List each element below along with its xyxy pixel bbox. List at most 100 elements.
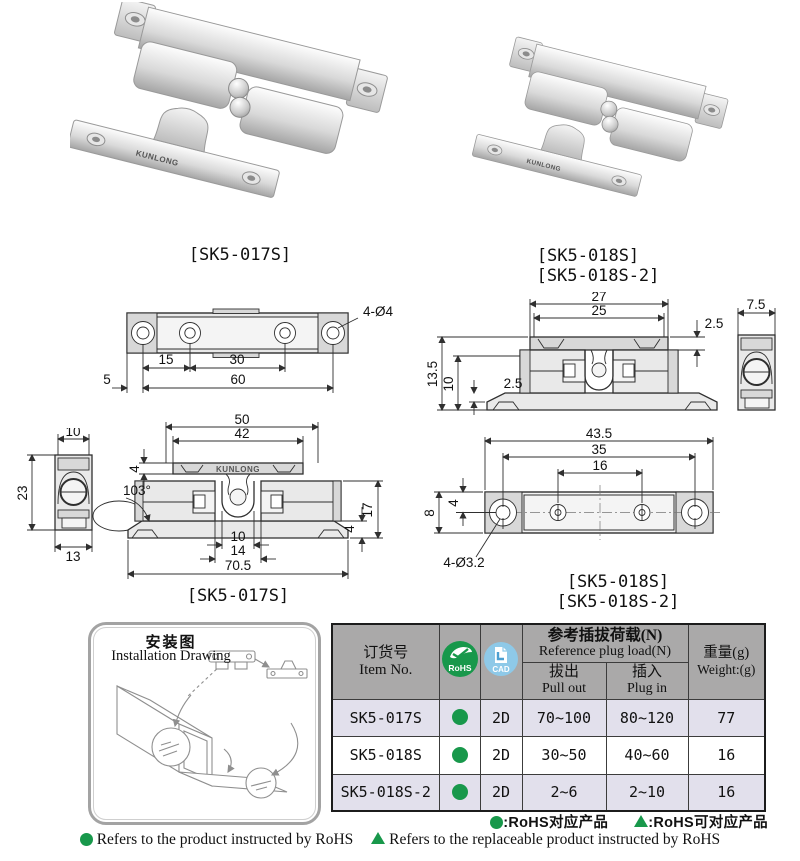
- drawing-sk5-017s-top-view: 15 30 5 60 4-Ø4: [103, 304, 394, 393]
- header-plug-in: 插入 Plug in: [605, 661, 689, 700]
- installation-drawing-panel: 安装图 Installation Drawing: [88, 622, 321, 825]
- legend-en: Refers to the product instructed by RoHS…: [0, 831, 800, 849]
- green-triangle-icon: [634, 815, 649, 827]
- dim-4-top: 4: [127, 465, 142, 473]
- plug-in-cell: 80~120: [605, 698, 689, 737]
- header-plug-load: 参考插拔荷载(N) Reference plug load(N): [521, 623, 689, 663]
- metal-catch-illustration: KUNLONG: [70, 2, 388, 198]
- item-cell: SK5-018S-2: [331, 773, 440, 812]
- installation-illustration: [116, 650, 308, 799]
- dim-103deg: 103°: [123, 483, 151, 498]
- dim-13: 13: [65, 549, 80, 564]
- plug-in-cell: 40~60: [605, 735, 689, 775]
- drawing-label-sk5-017s: [SK5-017S]: [187, 586, 289, 606]
- legend-en-dot-text: Refers to the product instructed by RoHS: [96, 831, 354, 848]
- spec-table: 订货号 Item No. RoHS CAD: [331, 623, 766, 812]
- metal-catch-illustration-small: KUNLONG: [472, 36, 729, 197]
- dim-10: 10: [441, 376, 456, 391]
- header-weight-en: Weight:(g): [697, 662, 756, 678]
- pull-out-cell: 2~6: [521, 773, 607, 812]
- dim-4-base: 4: [342, 525, 357, 533]
- header-plug-in-en: Plug in: [626, 681, 668, 696]
- header-weight: 重量(g) Weight:(g): [687, 623, 766, 700]
- header-pull-out: 拔出 Pull out: [521, 661, 607, 700]
- rohs-dot-icon: [451, 746, 468, 763]
- brand-engraving: KUNLONG: [216, 465, 260, 474]
- hole-callout-4xD4: 4-Ø4: [363, 304, 394, 319]
- dim-15: 15: [158, 352, 173, 367]
- dim-17: 17: [360, 502, 375, 517]
- header-plug-in-cn: 插入: [631, 664, 662, 680]
- dim-30: 30: [229, 352, 244, 367]
- green-dot-icon: [490, 816, 504, 829]
- header-pull-out-cn: 拔出: [548, 664, 579, 680]
- drawing-sk5-017s-side-view: 10 23 13: [15, 428, 94, 564]
- table-row-sk5-018s-2: SK5-018S-2 2D 2~6 2~10 16: [331, 773, 766, 812]
- table-row-sk5-017s: SK5-017S 2D 70~100 80~120 77: [331, 698, 766, 737]
- header-item-no-en: Item No.: [359, 662, 413, 679]
- dim-2-5-left: 2.5: [504, 376, 523, 391]
- hole-callout-4xD3-2: 4-Ø3.2: [443, 555, 484, 570]
- legend-cn-dot-text: :RoHS对应产品: [503, 815, 609, 831]
- dim-35: 35: [591, 442, 606, 457]
- dim-42: 42: [234, 426, 249, 441]
- photo-label-sk5-018s-2: [SK5-018S-2]: [536, 266, 660, 286]
- cad-cell: 2D: [479, 698, 523, 737]
- dim-70-5: 70.5: [225, 558, 251, 573]
- installation-title-en: Installation Drawing: [111, 648, 231, 664]
- cad-cell: 2D: [479, 735, 523, 775]
- header-plug-load-en: Reference plug load(N): [538, 643, 672, 659]
- dim-14: 14: [230, 543, 246, 558]
- cad-icon: CAD: [484, 642, 518, 677]
- installation-title-cn: 安装图: [145, 634, 197, 651]
- strike-part-sketch: [266, 668, 308, 679]
- catch-part-sketch: [208, 650, 256, 663]
- header-rohs: RoHS: [438, 623, 481, 700]
- table-row-sk5-018s: SK5-018S 2D 30~50 40~60 16: [331, 735, 766, 775]
- dim-50: 50: [234, 413, 249, 427]
- drawing-sk5-017s-front-view: 50 42 KUNLONG 103° 4: [92, 413, 383, 606]
- dim-60: 60: [230, 372, 245, 387]
- header-cad: CAD: [479, 623, 523, 700]
- drawing-sk5-018s-top-view: 43.5 35 16 8 4 4-Ø3.2 [SK5-018S] [SK5-01…: [422, 426, 722, 612]
- dim-23: 23: [15, 485, 30, 500]
- weight-cell: 16: [687, 735, 766, 775]
- dim-10: 10: [230, 529, 245, 544]
- dim-16: 16: [592, 458, 607, 473]
- dim-43-5: 43.5: [586, 426, 612, 441]
- pull-out-cell: 30~50: [521, 735, 607, 775]
- drawing-label-sk5-018s-2: [SK5-018S-2]: [557, 592, 680, 612]
- rohs-cell: [438, 773, 481, 812]
- photo-label-sk5-018s: [SK5-018S]: [536, 246, 640, 266]
- header-weight-cn: 重量(g): [703, 645, 750, 662]
- cad-cell: 2D: [479, 773, 523, 812]
- product-photo-sk5-017s: KUNLONG: [70, 2, 388, 198]
- cad-icon-label: CAD: [492, 665, 510, 674]
- item-cell: SK5-018S: [331, 735, 440, 775]
- item-cell: SK5-017S: [331, 698, 440, 737]
- dim-25: 25: [591, 303, 606, 318]
- drawing-label-sk5-018s: [SK5-018S]: [567, 572, 669, 592]
- rohs-dot-icon: [451, 784, 468, 801]
- dim-10: 10: [65, 428, 80, 439]
- header-pull-out-en: Pull out: [542, 681, 586, 696]
- green-dot-icon: [79, 833, 93, 846]
- photo-label-sk5-017s: [SK5-017S]: [188, 245, 292, 265]
- product-photo-sk5-018s: KUNLONG: [472, 36, 729, 197]
- rohs-icon: RoHS: [441, 641, 478, 678]
- header-plug-load-cn: 参考插拔荷载(N): [547, 626, 663, 644]
- drawing-sk5-018s-front-view: 27 25 13.5 10 2.5 2.5: [425, 292, 777, 415]
- rohs-dot-icon: [451, 709, 468, 726]
- dim-7-5: 7.5: [747, 297, 766, 312]
- legend-cn-tri-text: :RoHS可对应产品: [648, 815, 768, 831]
- rohs-cell: [438, 735, 481, 775]
- header-item-no: 订货号 Item No.: [331, 623, 440, 700]
- pull-out-cell: 70~100: [521, 698, 607, 737]
- dim-2-5-top: 2.5: [705, 316, 724, 331]
- weight-cell: 77: [687, 698, 766, 737]
- dim-5: 5: [103, 372, 111, 387]
- dim-4: 4: [446, 499, 461, 507]
- plug-in-cell: 2~10: [605, 773, 689, 812]
- legend-cn: :RoHS对应产品 :RoHS可对应产品: [400, 811, 768, 832]
